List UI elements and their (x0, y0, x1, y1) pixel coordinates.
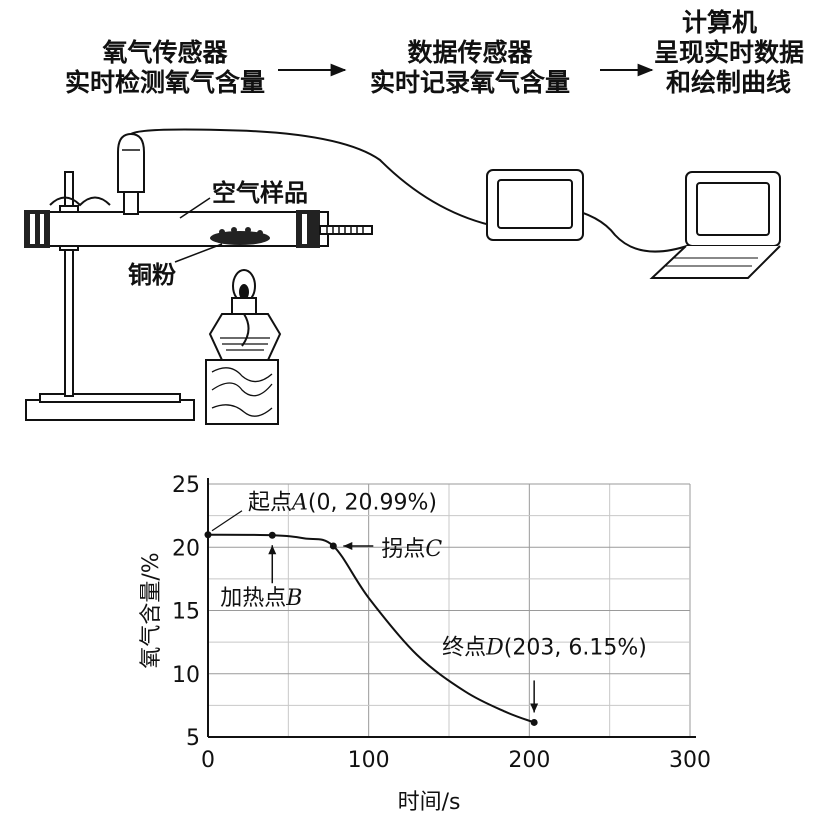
flow-step-computer: 计算机 呈现实时数据 和绘制曲线 (650, 8, 814, 98)
chart-axes (207, 478, 696, 738)
copper-powder (210, 227, 270, 245)
y-tick-label: 20 (172, 536, 200, 561)
annotation-leader-a (211, 510, 243, 532)
annotation-point-c: 拐点C (381, 537, 442, 562)
x-tick-label: 100 (348, 748, 390, 773)
x-tick-label: 200 (508, 748, 550, 773)
y-tick-label: 10 (172, 663, 200, 688)
flow-step2-line1: 数据传感器 (407, 38, 533, 67)
flow-step-data-sensor: 数据传感器 实时记录氧气含量 (345, 38, 595, 98)
flow-step1-line1: 氧气传感器 (102, 38, 228, 67)
flow-step3-line1: 计算机 (682, 8, 758, 37)
flow-step-oxygen-sensor: 氧气传感器 实时检测氧气含量 (40, 38, 290, 98)
apparatus-diagram (24, 63, 781, 425)
oxygen-sensor (117, 132, 145, 215)
x-tick-label: 300 (669, 748, 711, 773)
annotation-point-b: 加热点B (220, 586, 302, 611)
flow-step1-line2: 实时检测氧气含量 (64, 68, 265, 97)
annotation-arrowhead (343, 541, 353, 550)
x-axis-label: 时间/s (398, 790, 461, 815)
annotation-point-d: 终点D(203, 6.15%) (442, 635, 647, 660)
annotation-arrowhead (268, 545, 277, 555)
flow-step3-line2: 呈现实时数据 (654, 38, 805, 67)
series-line-oxygen (207, 533, 535, 724)
annotation-arrowhead (530, 703, 539, 713)
chart-points (204, 531, 538, 726)
sensor-cable (130, 128, 491, 226)
alcohol-lamp (208, 269, 282, 361)
point-b (268, 531, 276, 539)
y-axis-label: 氧气含量/% (139, 552, 164, 668)
flow-step2-line2: 实时记录氧气含量 (369, 68, 570, 97)
y-tick-label: 25 (172, 473, 200, 498)
flow-step3-line3: 和绘制曲线 (666, 68, 792, 97)
iron-stand (25, 171, 195, 421)
point-d (530, 718, 538, 726)
reaction-tube (24, 210, 373, 248)
laptop-computer (649, 171, 781, 279)
oxygen-content-chart: 0 100 200 300 5 10 15 20 25 起点A(0, 20.99%) 加热点B 拐点… (139, 473, 711, 815)
y-tick-label: 5 (186, 726, 200, 751)
cable-monitor-laptop (564, 207, 691, 253)
point-c (329, 542, 337, 550)
y-tick-label: 15 (172, 600, 200, 625)
copper-powder-label: 铜粉 (128, 261, 176, 289)
data-monitor (486, 169, 584, 241)
chart-ticks: 0 100 200 300 5 10 15 20 25 (172, 473, 711, 773)
x-tick-label: 0 (201, 748, 215, 773)
point-a (204, 531, 212, 539)
annotation-point-a: 起点A(0, 20.99%) (248, 491, 437, 516)
wooden-block (205, 359, 279, 425)
air-sample-label: 空气样品 (212, 179, 308, 207)
chart-annotations: 起点A(0, 20.99%) 加热点B 拐点C 终点D(203, 6.15%) (211, 491, 647, 713)
